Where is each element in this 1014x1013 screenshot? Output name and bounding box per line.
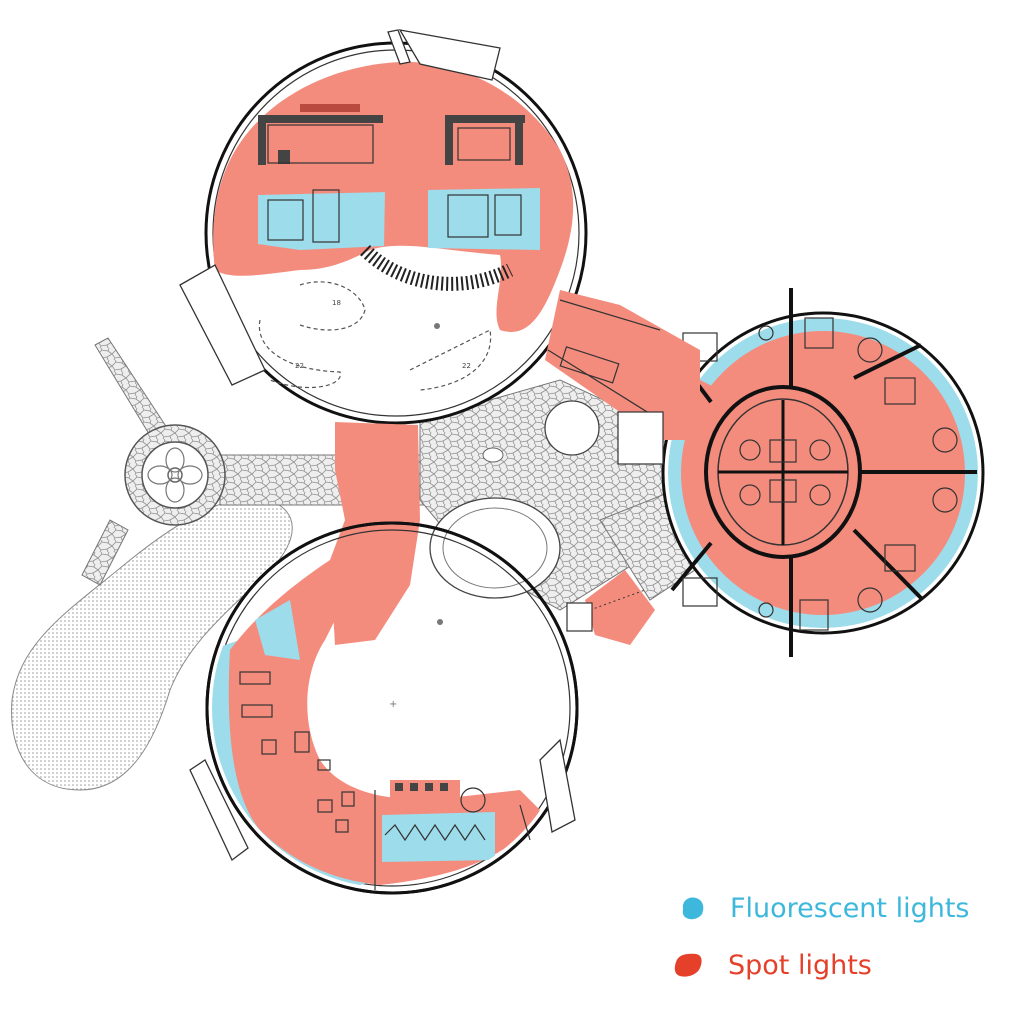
table-count: 18 [332, 299, 341, 307]
restaurant-building: 18 22 22 [179, 29, 588, 425]
spot-zone [213, 61, 574, 332]
table-count: 22 [462, 362, 471, 370]
spot-lights-label: Spot lights [728, 949, 872, 981]
plaza [124, 424, 226, 526]
spa-building: + [189, 521, 579, 895]
fluorescent-zone [428, 188, 540, 250]
stair-spot-zone [585, 570, 655, 645]
table-count: 22 [295, 362, 304, 370]
corridor-spot-zone [330, 422, 420, 645]
fluorescent-zone [258, 192, 385, 250]
fluorescent-swatch-icon [682, 897, 704, 920]
legend-item-spot: Spot lights [672, 950, 872, 980]
fluorescent-zone [382, 812, 495, 862]
fluorescent-zone [255, 600, 300, 660]
guest-rooms-building [661, 288, 985, 657]
pool [429, 400, 600, 599]
legend-item-fluorescent: Fluorescent lights [678, 894, 970, 922]
fluorescent-lights-label: Fluorescent lights [730, 892, 970, 924]
svg-text:+: + [389, 699, 397, 710]
connector-spot-zone [545, 290, 700, 440]
spot-swatch-icon [674, 953, 702, 977]
